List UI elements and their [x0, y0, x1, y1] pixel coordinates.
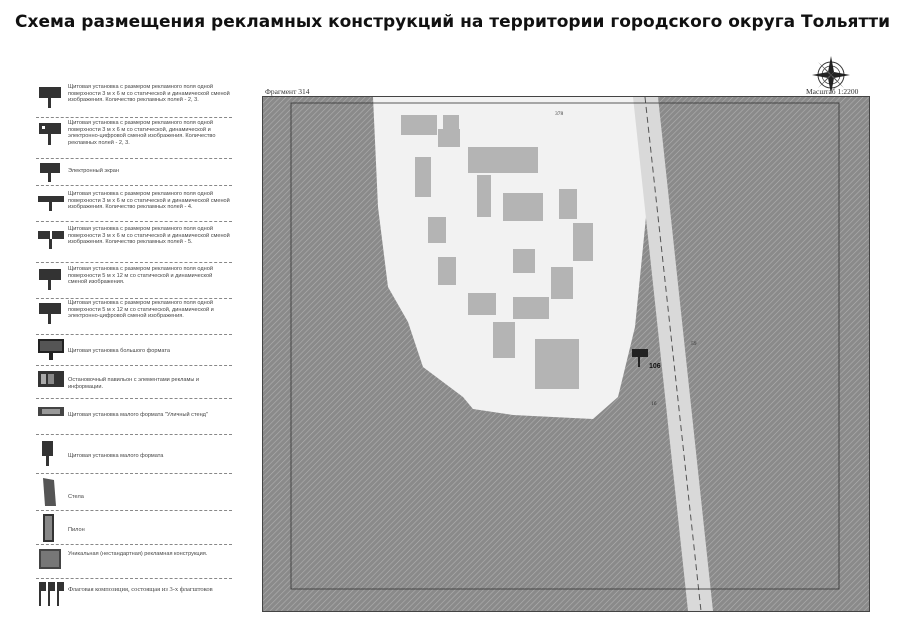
legend-text: Щитовая установка большого формата — [68, 348, 170, 354]
city-stand-icon — [38, 407, 64, 416]
legend-item: Щитовая установка с размером рекламного … — [36, 84, 232, 118]
fragment-label: Фрагмент 314 — [265, 87, 310, 96]
legend-text: Щитовая установка с размером рекламного … — [68, 120, 216, 146]
legend-item: Щитовая установка с размером рекламного … — [36, 191, 232, 222]
legend-item: Щитовая установка с размером рекламного … — [36, 226, 232, 263]
legend-item: Щитовая установка с размером рекламного … — [36, 120, 232, 159]
legend-text: Электронный экран — [68, 168, 119, 174]
legend-text: Щитовая установка с размером рекламного … — [68, 226, 230, 246]
legend-item: Остановочный павильон с элементами рекла… — [36, 368, 232, 399]
electronic-screen-icon — [40, 163, 60, 182]
road-label: 59 — [691, 341, 697, 347]
stela-icon — [43, 478, 56, 506]
small-format-billboard-icon — [42, 441, 53, 466]
legend-item: Флаговая композиция, состоящая из 3-х фл… — [36, 580, 232, 610]
legend-item: Уникальная (нестандартная) рекламная кон… — [36, 546, 232, 579]
legend-text: Щитовая установка малого формата "Уличны… — [68, 412, 208, 418]
billboard-5x12-electronic-icon — [39, 303, 61, 324]
legend-item: Щитовая установка большого формата — [36, 337, 232, 366]
road-label: 1б — [651, 401, 657, 407]
map: 106 378 59 1б — [262, 96, 870, 612]
large-format-billboard-icon — [38, 339, 64, 360]
legend-text: Флаговая композиция, состоящая из 3-х фл… — [68, 586, 213, 593]
billboard-marker[interactable] — [632, 349, 648, 367]
legend-text: Щитовая установка с размером рекламного … — [68, 266, 213, 286]
legend-text: Щитовая установка с размером рекламного … — [68, 84, 230, 104]
pylon-icon — [43, 514, 54, 542]
billboard-4-fields-icon — [38, 196, 64, 211]
page-title: Схема размещения рекламных конструкций н… — [15, 12, 890, 32]
billboard-5x12-icon — [39, 269, 61, 290]
legend-text: Щитовая установка малого формата — [68, 453, 164, 459]
legend-item: Щитовая установка с размером рекламного … — [36, 300, 232, 335]
legend-item: Электронный экран — [36, 161, 232, 186]
compass-rose-icon — [812, 56, 850, 94]
legend-item: Щитовая установка малого формата — [36, 437, 232, 474]
legend-item: Пилон — [36, 512, 232, 545]
legend-text: Уникальная (нестандартная) рекламная кон… — [68, 551, 208, 557]
road-strip — [633, 97, 713, 611]
legend-text: Остановочный павильон с элементами рекла… — [68, 377, 200, 390]
billboard-5-fields-icon — [38, 231, 64, 249]
bus-stop-pavilion-icon — [38, 371, 64, 387]
legend-item: Щитовая установка с размером рекламного … — [36, 266, 232, 299]
top-number: 378 — [555, 111, 564, 117]
map-drawing — [263, 97, 869, 611]
flag-composition-icon — [39, 582, 64, 606]
legend-text: Щитовая установка с размером рекламного … — [68, 300, 214, 320]
billboard-electronic-icon — [39, 123, 61, 145]
billboard-icon — [39, 87, 61, 108]
legend-text: Щитовая установка с размером рекламного … — [68, 191, 230, 211]
buildings — [401, 115, 593, 389]
legend-text: Стела — [68, 494, 84, 500]
legend-item: Щитовая установка малого формата "Уличны… — [36, 402, 232, 435]
scale-label: Масштаб 1:2200 — [806, 87, 859, 96]
legend-text: Пилон — [68, 527, 85, 533]
marker-number: 106 — [649, 363, 661, 370]
legend-item: Стела — [36, 476, 232, 511]
unique-construction-icon — [39, 549, 61, 569]
